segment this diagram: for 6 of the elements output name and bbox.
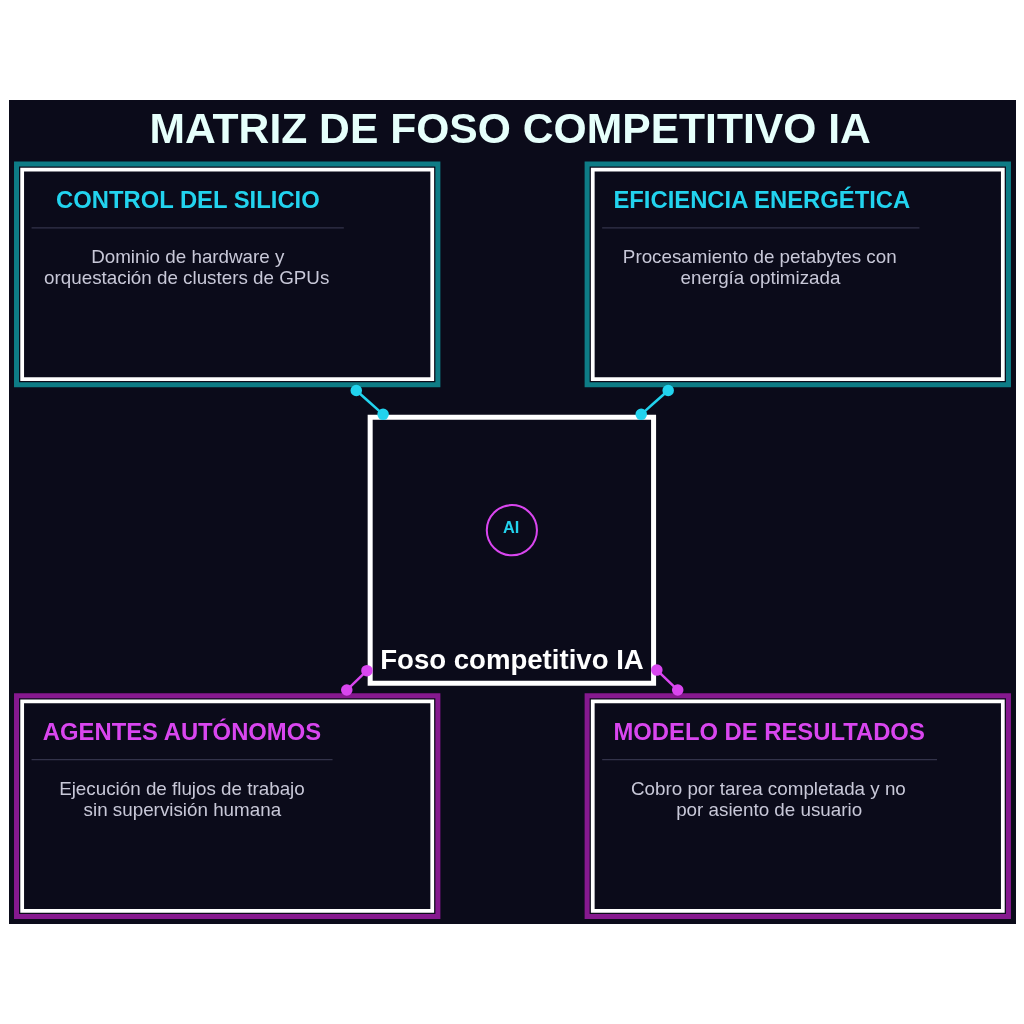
connector	[634, 384, 674, 421]
connector	[650, 664, 683, 696]
node-circle: AI	[485, 504, 538, 557]
connector	[340, 664, 373, 696]
connector	[350, 384, 389, 421]
diagram-title: MATRIZ DE FOSO COMPETITIVO IA	[148, 103, 871, 152]
